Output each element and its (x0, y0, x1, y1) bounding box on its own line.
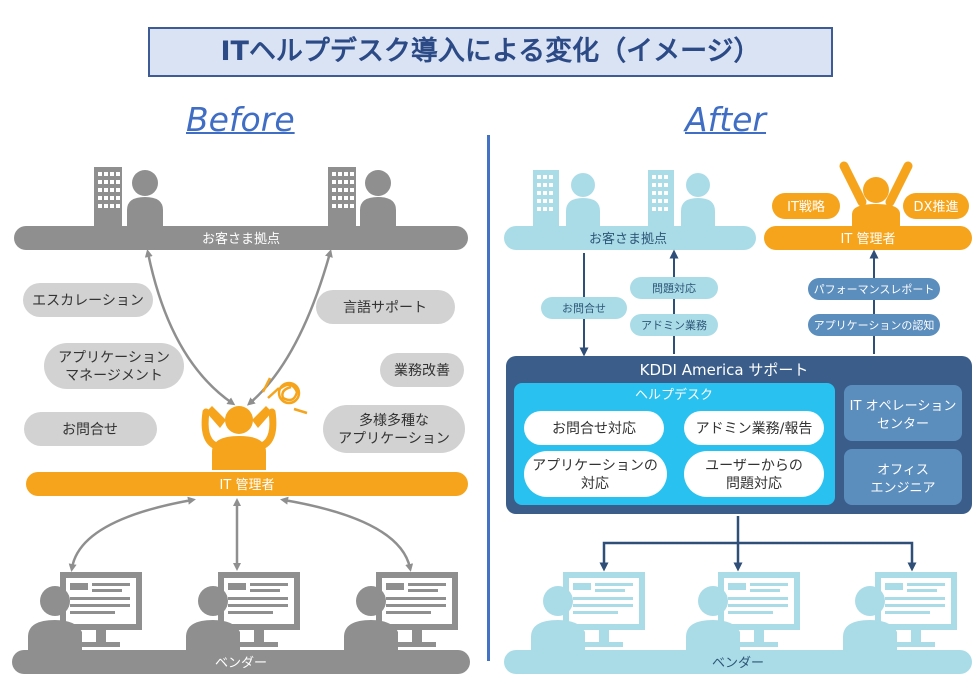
svg-text:お問合せ: お問合せ (562, 301, 606, 315)
svg-text:マネージメント: マネージメント (65, 368, 163, 384)
vendor-label: ベンダー (712, 656, 764, 671)
it-strategy-badge: IT戦略 (772, 193, 840, 219)
svg-text:アプリケーションの認知: アプリケーションの認知 (814, 318, 935, 332)
svg-text:IT オペレーション: IT オペレーション (850, 399, 957, 414)
customer-site-label: お客さま拠点 (589, 231, 667, 247)
vendor-workstation-icon (843, 572, 957, 652)
customer-site-bar (14, 226, 468, 250)
building-icon (648, 170, 674, 226)
customer-site-bar (504, 226, 756, 250)
vendor-workstation-icon (28, 572, 142, 652)
helpdesk-title: ヘルプデスク (635, 387, 713, 403)
vendor-workstation-icon (344, 572, 458, 652)
building-icon (94, 167, 122, 227)
helpdesk-item: ユーザーからの 問題対応 (684, 451, 824, 497)
svg-text:お問合せ: お問合せ (62, 422, 118, 438)
after-heading: After (685, 100, 767, 139)
svg-text:対応: 対応 (581, 476, 609, 492)
svg-text:言語サポート: 言語サポート (343, 300, 427, 316)
svg-text:ユーザーからの: ユーザーからの (705, 458, 803, 474)
svg-text:アドミン業務: アドミン業務 (641, 318, 707, 332)
it-admin-bar (764, 226, 972, 250)
frustration-scribble-icon (261, 377, 308, 415)
person-icon (127, 170, 163, 228)
dx-badge: DX推進 (903, 193, 969, 219)
app-awareness-label: アプリケーションの認知 (808, 314, 940, 336)
section-divider (487, 135, 490, 661)
arrow (738, 541, 917, 572)
task-bubble: お問合せ (24, 412, 157, 446)
svg-text:IT戦略: IT戦略 (787, 199, 825, 215)
svg-text:業務改善: 業務改善 (394, 363, 450, 379)
task-bubble: エスカレーション (23, 283, 153, 317)
person-icon (681, 173, 715, 228)
svg-text:アプリケーション: アプリケーション (58, 350, 170, 366)
svg-text:アプリケーションの: アプリケーションの (532, 458, 658, 474)
svg-text:問題対応: 問題対応 (652, 281, 696, 295)
svg-text:お問合せ対応: お問合せ対応 (552, 421, 636, 437)
arrow (144, 249, 236, 406)
svg-text:センター: センター (877, 417, 929, 432)
svg-text:アプリケーション: アプリケーション (338, 431, 450, 447)
task-bubble: 多様多種な アプリケーション (323, 405, 465, 453)
performance-report-label: パフォーマンスレポート (808, 278, 940, 300)
task-bubble: アプリケーション マネージメント (44, 343, 184, 389)
vendor-workstation-icon (686, 572, 800, 652)
page-title: ITヘルプデスク導入による変化（イメージ） (148, 27, 833, 77)
vendor-bar (12, 650, 470, 674)
issue-response-label: 問題対応 (630, 277, 718, 299)
svg-text:オフィス: オフィス (877, 463, 929, 478)
arrow (599, 541, 738, 572)
vendor-label: ベンダー (215, 656, 267, 671)
office-engineer: オフィス エンジニア (844, 449, 962, 505)
svg-text:エスカレーション: エスカレーション (32, 293, 144, 309)
helpdesk-item: お問合せ対応 (524, 411, 664, 445)
helpdesk-item: アドミン業務/報告 (684, 411, 824, 445)
building-icon (328, 167, 356, 227)
svg-text:パフォーマンスレポート: パフォーマンスレポート (814, 283, 935, 296)
it-admin-label: IT 管理者 (220, 478, 275, 493)
task-bubble: 言語サポート (316, 290, 455, 324)
arrow (68, 496, 196, 572)
it-operations-center: IT オペレーション センター (844, 385, 962, 441)
it-admin-label: IT 管理者 (841, 232, 896, 247)
kddi-support-title: KDDI America サポート (640, 361, 809, 379)
admin-work-label: アドミン業務 (630, 314, 718, 336)
svg-text:アドミン業務/報告: アドミン業務/報告 (696, 421, 813, 437)
helpdesk-item: アプリケーションの 対応 (524, 451, 667, 497)
vendor-workstation-icon (531, 572, 645, 652)
vendor-bar (504, 650, 972, 674)
arrow (246, 249, 333, 406)
inquiry-label: お問合せ (541, 297, 627, 319)
arrow (280, 496, 414, 572)
svg-text:エンジニア: エンジニア (870, 481, 935, 496)
before-heading: Before (186, 100, 295, 139)
happy-admin-icon (839, 161, 913, 228)
person-icon (566, 173, 600, 228)
person-icon (360, 170, 396, 228)
customer-site-label: お客さま拠点 (202, 231, 280, 247)
it-admin-bar (26, 472, 468, 496)
building-icon (533, 170, 559, 226)
svg-text:多様多種な: 多様多種な (359, 412, 429, 429)
svg-text:DX推進: DX推進 (914, 200, 959, 215)
stressed-admin-icon (201, 406, 277, 470)
vendor-workstation-icon (186, 572, 300, 652)
task-bubble: 業務改善 (380, 353, 464, 387)
svg-text:問題対応: 問題対応 (726, 476, 782, 492)
